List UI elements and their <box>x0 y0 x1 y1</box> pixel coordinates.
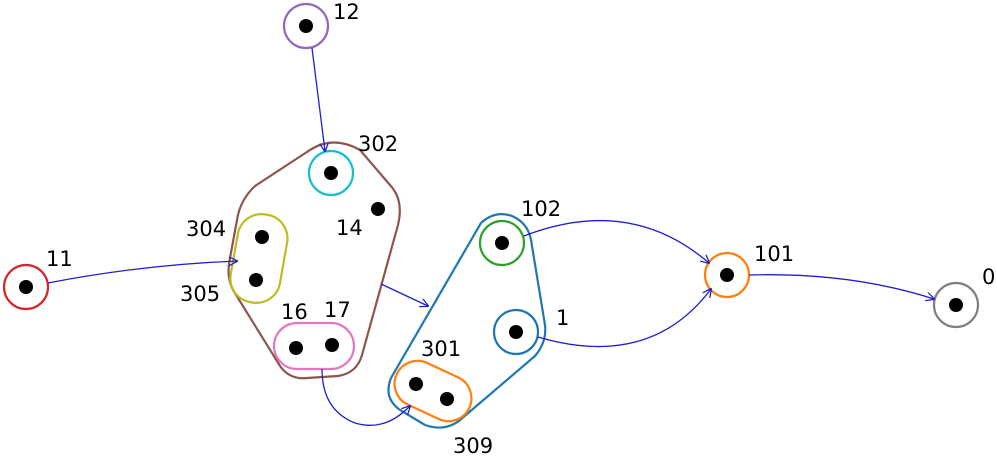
node-label-12: 12 <box>333 0 360 24</box>
edge-101-0 <box>748 274 934 299</box>
edge-12-302 <box>311 47 325 151</box>
node-dot-14 <box>371 202 385 216</box>
node-dot-301a <box>409 377 423 391</box>
node-ring-11 <box>2 263 50 311</box>
node-ring-0 <box>932 281 980 329</box>
node-dot-0 <box>949 298 963 312</box>
node-dot-12 <box>299 19 313 33</box>
node-dot-304 <box>255 230 269 244</box>
node-dot-102 <box>495 236 509 250</box>
node-dot-1 <box>509 325 523 339</box>
node-label-14: 14 <box>336 216 363 240</box>
group-hull-big <box>227 141 401 380</box>
edge-102-101 <box>523 219 709 263</box>
node-label-17: 17 <box>324 298 351 322</box>
node-dot-16 <box>289 341 303 355</box>
edge-1-101 <box>537 289 711 348</box>
node-dot-17 <box>325 338 339 352</box>
node-ring-302 <box>307 149 355 197</box>
edge-big-309 <box>380 283 428 306</box>
group-hull-301 <box>393 359 473 423</box>
node-label-11: 11 <box>46 247 73 271</box>
node-dot-302 <box>324 166 338 180</box>
group-hull-304-305 <box>229 213 289 304</box>
node-ring-1 <box>492 308 540 356</box>
node-label-1: 1 <box>556 306 569 330</box>
node-ring-102 <box>478 219 526 267</box>
node-label-301: 301 <box>421 337 461 361</box>
node-label-0: 0 <box>982 265 995 289</box>
edge-11-304 <box>47 261 237 284</box>
node-ring-12 <box>282 2 330 50</box>
group-hull-309 <box>387 213 547 429</box>
group-hull-16-17 <box>272 321 356 371</box>
node-label-304: 304 <box>186 217 226 241</box>
node-label-309: 309 <box>453 434 493 456</box>
node-label-102: 102 <box>521 197 561 221</box>
node-dot-305 <box>249 273 263 287</box>
node-dot-11 <box>19 280 33 294</box>
node-label-305: 305 <box>180 282 220 306</box>
node-label-302: 302 <box>358 132 398 156</box>
edge-16-301 <box>321 368 410 426</box>
node-label-16: 16 <box>281 300 308 324</box>
node-dot-301b <box>440 392 454 406</box>
node-label-101: 101 <box>754 242 794 266</box>
node-dot-101 <box>720 268 734 282</box>
